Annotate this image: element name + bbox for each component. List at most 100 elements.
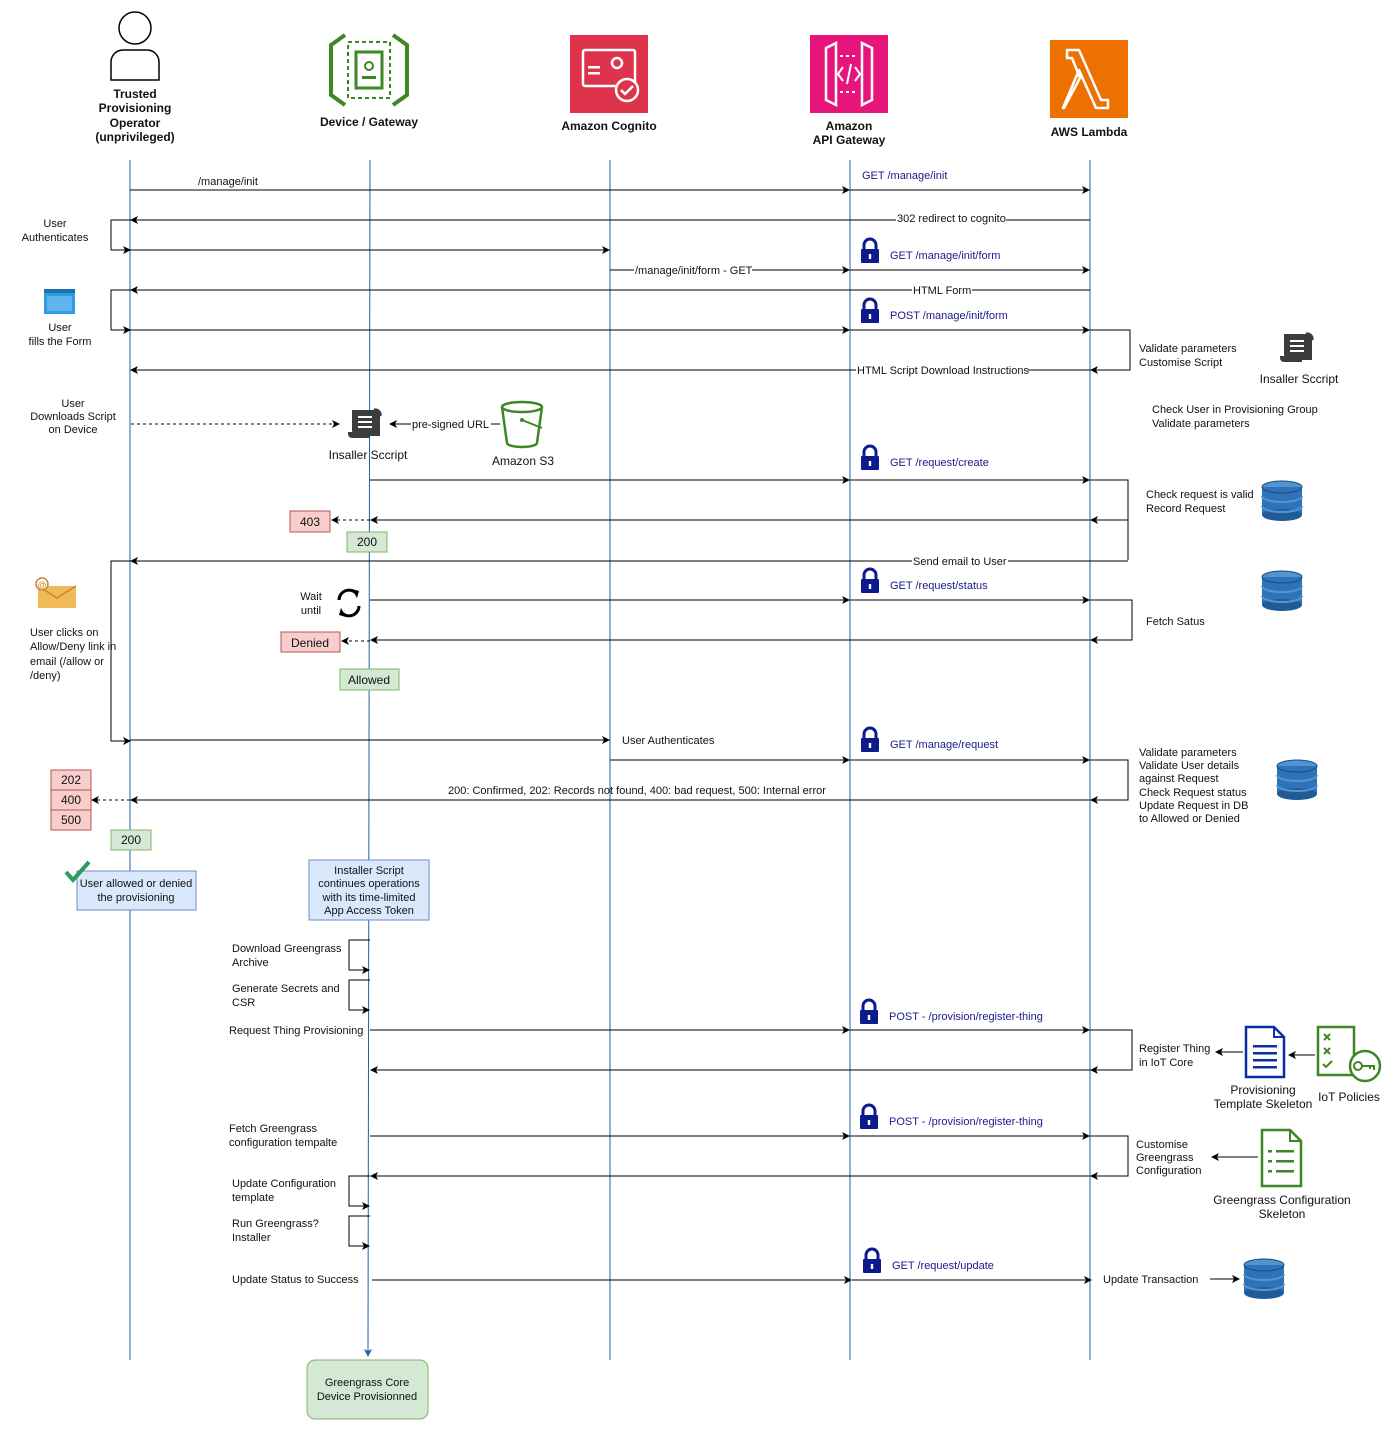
note-box-user-allowed: [76, 870, 197, 911]
dynamodb-icon: [1261, 570, 1303, 612]
script-icon: [1278, 332, 1314, 364]
badge-denied-label: Denied: [291, 636, 329, 650]
note-box-installer-continues: [308, 859, 430, 921]
badge-202-label: 202: [61, 773, 81, 787]
badge-200-label: 200: [357, 535, 377, 549]
actor-device-label: Device / Gateway: [320, 115, 418, 129]
actor-cognito-label: Amazon Cognito: [561, 119, 656, 133]
dynamodb-icon: [1261, 480, 1303, 522]
user-icon: [110, 11, 160, 81]
browser-window-icon: [44, 289, 75, 314]
badge-200b: [110, 829, 152, 851]
script-icon: [346, 408, 382, 440]
device-gateway-icon: [329, 33, 409, 107]
lifeline-device: [364, 159, 373, 1357]
self-arrow-fill-form: [110, 289, 131, 334]
label-register-thing: POST - /provision/register-thing: [889, 1011, 1043, 1023]
label-request-update: GET /request/update: [892, 1260, 994, 1272]
lock-icon: [859, 444, 881, 472]
s3-bucket-icon: [500, 400, 544, 449]
self-arrow-download-gg: [348, 939, 370, 974]
self-arrow-customise-gg: [1090, 1135, 1129, 1180]
label-send-email: Send email to User: [913, 556, 1007, 568]
sync-icon: [337, 588, 361, 618]
self-arrow-register-thing: [1090, 1029, 1133, 1074]
badge-200b-label: 200: [121, 833, 141, 847]
self-arrow-user-auth: [110, 219, 131, 254]
lock-icon: [858, 998, 880, 1026]
lambda-icon: [1050, 40, 1128, 118]
self-arrow-fetch-status: [1090, 599, 1133, 644]
cognito-icon: [570, 35, 648, 113]
label-presigned-url: pre-signed URL: [412, 419, 489, 431]
lock-icon: [858, 1103, 880, 1131]
lock-icon: [859, 726, 881, 754]
email-icon: @: [35, 577, 77, 608]
badge-denied: [280, 631, 341, 653]
label-installer-script-right: Insaller Sccript: [1260, 372, 1339, 386]
badge-500-label: 500: [61, 813, 81, 827]
note-update-status: Update Status to Success: [232, 1274, 359, 1286]
lock-icon: [859, 567, 881, 595]
lock-icon: [859, 297, 881, 325]
label-installer-script: Insaller Sccript: [329, 448, 408, 462]
label-302-redirect: 302 redirect to cognito: [897, 213, 1006, 225]
dynamodb-icon: [1276, 759, 1318, 801]
self-arrow-run-gg: [348, 1215, 370, 1250]
label-post-form: POST /manage/init/form: [890, 310, 1008, 322]
badge-500: [50, 809, 92, 831]
label-get-manage-init: GET /manage/init: [862, 170, 947, 182]
note-run-gg: Run Greengrass?Installer: [232, 1218, 319, 1244]
badge-200: [346, 531, 388, 553]
label-html-form: HTML Form: [913, 285, 971, 297]
label-request-create: GET /request/create: [890, 457, 989, 469]
label-manage-request: GET /manage/request: [890, 739, 998, 751]
badge-400-label: 400: [61, 793, 81, 807]
document-icon: [1244, 1025, 1286, 1079]
actor-lambda-label: AWS Lambda: [1051, 125, 1128, 139]
badge-allowed: [339, 668, 400, 691]
self-arrow-check-request: [1090, 479, 1129, 524]
badge-403-label: 403: [300, 515, 320, 529]
final-state-box: [306, 1359, 429, 1420]
config-file-icon: [1260, 1128, 1303, 1188]
iot-policies-icon: [1316, 1025, 1382, 1083]
api-gateway-icon: [810, 35, 888, 113]
label-amazon-s3: Amazon S3: [492, 454, 554, 468]
label-fetch-gg: POST - /provision/register-thing: [889, 1116, 1043, 1128]
label-script-download: HTML Script Download Instructions: [857, 365, 1029, 377]
note-request-thing: Request Thing Provisioning: [229, 1025, 363, 1037]
label-request-status: GET /request/status: [890, 580, 988, 592]
label-manage-init: /manage/init: [198, 176, 258, 188]
svg-text:@: @: [37, 580, 46, 590]
badge-allowed-label: Allowed: [348, 673, 390, 687]
lock-icon: [859, 237, 881, 265]
self-arrow-gen-secrets: [348, 979, 370, 1014]
note-update-transaction: Update Transaction: [1103, 1274, 1198, 1286]
label-user-authenticates: User Authenticates: [622, 735, 715, 747]
label-get-form: GET /manage/init/form: [890, 250, 1000, 262]
dynamodb-icon: [1243, 1258, 1285, 1300]
note-fetch-status: Fetch Satus: [1146, 616, 1205, 628]
